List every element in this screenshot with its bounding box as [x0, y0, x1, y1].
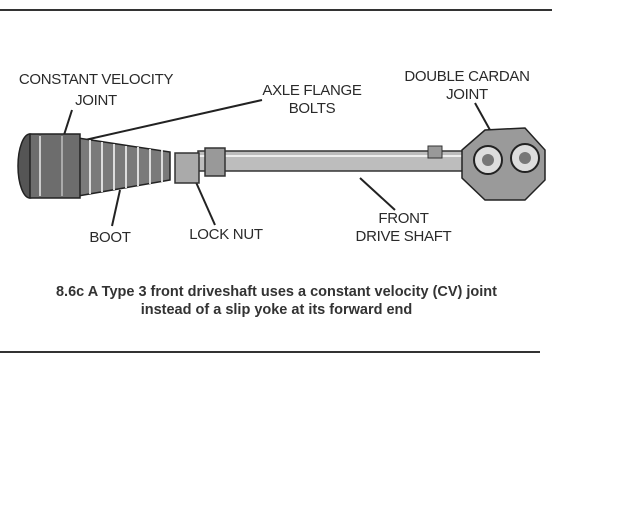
bottom-rule	[0, 351, 540, 353]
top-rule	[0, 9, 552, 11]
label-line: DRIVE SHAFT	[355, 228, 452, 245]
lock-nut	[174, 147, 226, 184]
label-line: DOUBLE CARDAN	[404, 68, 530, 85]
label-line: CONSTANT VELOCITY	[18, 71, 174, 88]
boot	[77, 137, 171, 197]
double-cardan-joint	[461, 127, 546, 201]
label-boot: BOOT	[89, 229, 131, 246]
cv-joint	[17, 133, 81, 199]
label-double-cardan-joint: DOUBLE CARDAN JOINT	[398, 68, 536, 104]
leader-lines	[63, 99, 491, 227]
label-lock-nut: LOCK NUT	[189, 226, 263, 243]
label-line: BOLTS	[288, 100, 336, 117]
label-line: JOINT	[446, 86, 488, 103]
label-axle-flange-bolts: AXLE FLANGE BOLTS	[252, 82, 372, 118]
label-line: FRONT	[378, 210, 429, 227]
label-front-drive-shaft: FRONT DRIVE SHAFT	[346, 210, 461, 246]
caption-line-2: instead of a slip yoke at its forward en…	[140, 302, 413, 318]
label-cv-joint: CONSTANT VELOCITY JOINT	[4, 71, 188, 110]
label-line: JOINT	[75, 92, 117, 109]
drive-shaft	[197, 145, 467, 172]
label-line: AXLE FLANGE	[262, 82, 362, 99]
caption-line-1: 8.6c A Type 3 front driveshaft uses a co…	[55, 284, 497, 300]
